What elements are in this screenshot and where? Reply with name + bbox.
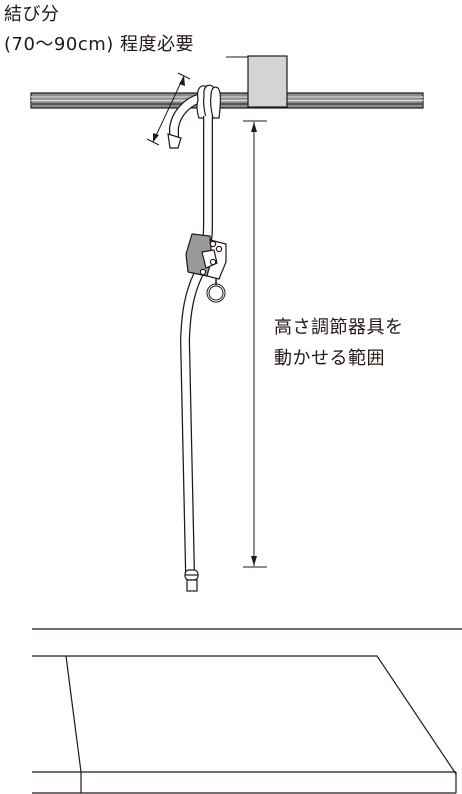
main-rope xyxy=(179,116,213,573)
knot-allowance-caption: 結び分 (70〜90cm) 程度必要 xyxy=(4,0,194,60)
knot-allowance-line1: 結び分 xyxy=(4,4,60,25)
anchor-block xyxy=(247,55,288,108)
adjust-range-line2: 動かせる範囲 xyxy=(274,348,385,369)
knot-allowance-line2: (70〜90cm) 程度必要 xyxy=(4,34,195,55)
rope-end-cap xyxy=(184,569,199,592)
anchor-bar xyxy=(30,92,424,109)
adjust-range-dimension xyxy=(243,120,267,568)
adjust-range-caption: 高さ調節器具を 動かせる範囲 xyxy=(274,312,404,374)
rope-knot xyxy=(196,84,221,119)
platform-structure xyxy=(32,655,457,794)
height-adjuster xyxy=(185,233,227,303)
adjust-range-line1: 高さ調節器具を xyxy=(274,317,404,338)
knot-allowance-dimension xyxy=(146,72,191,146)
